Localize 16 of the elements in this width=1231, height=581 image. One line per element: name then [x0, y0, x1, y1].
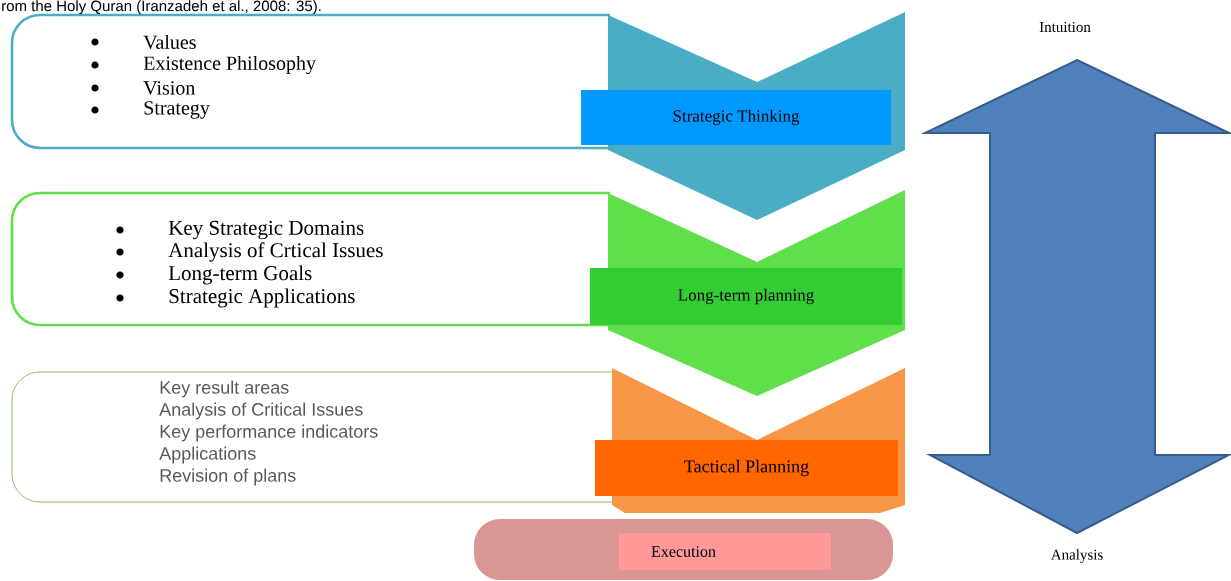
label-text: rom the Holy Quran (Iranzadeh et al., 2008: 35).: [2, 0, 321, 15]
node-label: Key Strategic Domains: [168, 220, 364, 240]
execution-box: Execution: [474, 519, 893, 580]
node-label: Vision: [143, 81, 196, 95]
label-text: Analysis: [1050, 549, 1103, 563]
label-text: Intuition: [1039, 21, 1091, 33]
list-box: Key result areas Analysis of Critical Issues Key performance indicators Applications Revision of plans: [11, 371, 613, 503]
node-label: Values: [143, 34, 196, 50]
node-label: Strategic Applications: [169, 288, 355, 308]
node-label: Existence Philosophy: [143, 55, 316, 75]
node-label: Long-term Goals: [168, 265, 312, 285]
list-box: Key Strategic Domains Analysis of Crtical Issues Long-term Goals Strategic Applications: [10, 191, 610, 327]
title-box: Long-term planning: [590, 268, 902, 325]
node-label: Strategy: [144, 101, 210, 119]
node-label: Analysis of Crtical Issues: [168, 242, 383, 262]
title-box: Strategic Thinking: [581, 90, 891, 145]
